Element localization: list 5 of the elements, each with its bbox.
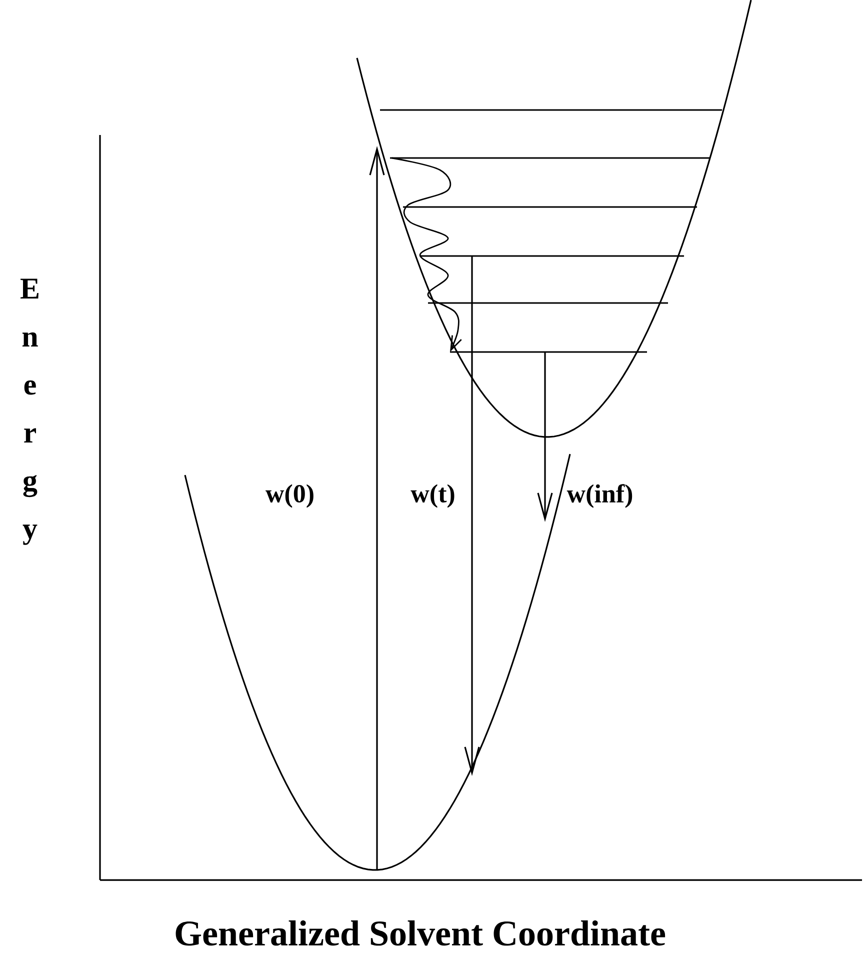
transition-label: w(inf) xyxy=(566,484,632,508)
axis-label: Generalized Solvent Coordinate xyxy=(176,920,666,946)
axis-label: Energy xyxy=(20,278,38,545)
transition-label: w(0) xyxy=(266,484,314,508)
transition-label: w(t) xyxy=(410,484,454,508)
